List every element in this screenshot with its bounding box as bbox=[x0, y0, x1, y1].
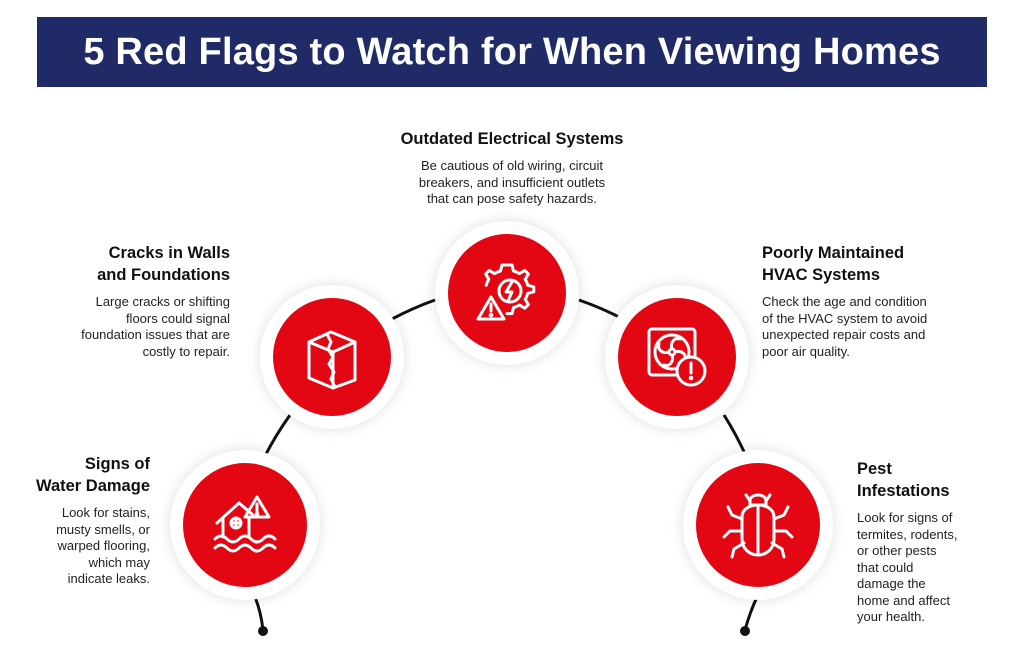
arc-end-dot-left bbox=[258, 626, 268, 636]
flag-description-line: that could bbox=[857, 559, 914, 575]
arc-segment-right-bottom bbox=[743, 596, 759, 631]
flag-title-line: and Foundations bbox=[97, 266, 230, 284]
cracks-node bbox=[260, 285, 404, 429]
flag-description-line: home and affect bbox=[857, 592, 950, 608]
flag-title: Poorly Maintained HVAC Systems bbox=[762, 242, 992, 286]
water-disc bbox=[183, 463, 307, 587]
flag-water: Signs of Water Damage Look for stains, m… bbox=[10, 453, 150, 588]
flag-description: Look for stains, musty smells, or warped… bbox=[10, 505, 150, 588]
flag-description-line: or other pests bbox=[857, 543, 937, 558]
flag-title-line: Water Damage bbox=[35, 477, 150, 495]
cracks-disc bbox=[273, 298, 391, 416]
flag-description-line: indicate leaks. bbox=[67, 571, 150, 586]
flag-title: Signs of Water Damage bbox=[10, 453, 150, 497]
flag-description-line: termites, rodents, bbox=[857, 526, 958, 542]
flag-description-line: unexpected repair costs and bbox=[762, 327, 926, 342]
pest-disc bbox=[696, 463, 820, 587]
cracked-wall-icon bbox=[307, 330, 357, 390]
flag-title-line: Signs of bbox=[84, 455, 150, 473]
hvac-node bbox=[605, 285, 749, 429]
electrical-node bbox=[435, 221, 579, 365]
pest-node bbox=[683, 450, 833, 600]
flag-description-line: Look for stains, bbox=[61, 505, 150, 520]
flag-hvac: Poorly Maintained HVAC Systems Check the… bbox=[762, 242, 992, 360]
flag-title-line: Poorly Maintained bbox=[762, 244, 905, 262]
flag-title-line: Pest bbox=[857, 460, 892, 478]
flag-title: Outdated Electrical Systems bbox=[362, 128, 662, 150]
flag-description-line: warped flooring, bbox=[57, 538, 151, 553]
arc-segment-left-mid bbox=[263, 414, 292, 457]
flag-description-line: Check the age and condition bbox=[762, 294, 927, 309]
arc-segment-left-top bbox=[391, 298, 436, 321]
flag-description: Be cautious of old wiring, circuit break… bbox=[362, 158, 662, 208]
bug-icon bbox=[722, 493, 794, 559]
flag-description-line: Look for signs of bbox=[857, 510, 953, 525]
flag-description: Look for signs of termites, rodents, or … bbox=[857, 510, 1007, 626]
flag-title-line: Infestations bbox=[857, 482, 950, 500]
flag-description: Large cracks or shifting floors could si… bbox=[40, 294, 230, 360]
flag-title-line: Outdated Electrical Systems bbox=[400, 130, 624, 148]
electrical-disc bbox=[448, 234, 566, 352]
flag-description-line: of the HVAC system to avoid bbox=[762, 310, 928, 326]
flag-electrical: Outdated Electrical Systems Be cautious … bbox=[362, 128, 662, 208]
flag-title-line: Cracks in Walls bbox=[108, 244, 230, 262]
gear-lightning-warning-icon bbox=[476, 263, 536, 321]
flag-description-line: that can pose safety hazards. bbox=[427, 191, 597, 206]
flag-description-line: your health. bbox=[857, 609, 925, 624]
water-node bbox=[170, 450, 320, 600]
title-banner: 5 Red Flags to Watch for When Viewing Ho… bbox=[37, 17, 987, 87]
flag-description-line: which may bbox=[88, 554, 150, 570]
flooded-house-icon bbox=[213, 495, 277, 553]
flag-description-line: poor air quality. bbox=[762, 343, 850, 359]
hvac-disc bbox=[618, 298, 736, 416]
flag-description: Check the age and condition of the HVAC … bbox=[762, 294, 992, 360]
flag-description-line: floors could signal bbox=[125, 310, 230, 326]
arc-segment-left-bottom bbox=[253, 596, 265, 631]
flag-title: Pest Infestations bbox=[857, 458, 1007, 502]
flag-description-line: costly to repair. bbox=[142, 343, 230, 359]
flag-description-line: musty smells, or bbox=[56, 521, 150, 537]
flag-description-line: Be cautious of old wiring, circuit bbox=[420, 158, 604, 173]
flag-description-line: damage the bbox=[857, 576, 926, 591]
hvac-fan-warning-icon bbox=[647, 327, 707, 387]
arc-end-dot-right bbox=[740, 626, 750, 636]
flag-pest: Pest Infestations Look for signs of term… bbox=[857, 458, 1007, 626]
flag-description-line: foundation issues that are bbox=[81, 327, 230, 342]
arc-segment-right-mid bbox=[722, 414, 748, 457]
flag-cracks: Cracks in Walls and Foundations Large cr… bbox=[40, 242, 230, 360]
flag-description-line: Large cracks or shifting bbox=[95, 294, 230, 309]
flag-title-line: HVAC Systems bbox=[762, 266, 880, 284]
page-title: 5 Red Flags to Watch for When Viewing Ho… bbox=[83, 30, 941, 73]
flag-description-line: breakers, and insufficient outlets bbox=[418, 174, 606, 190]
flag-title: Cracks in Walls and Foundations bbox=[40, 242, 230, 286]
